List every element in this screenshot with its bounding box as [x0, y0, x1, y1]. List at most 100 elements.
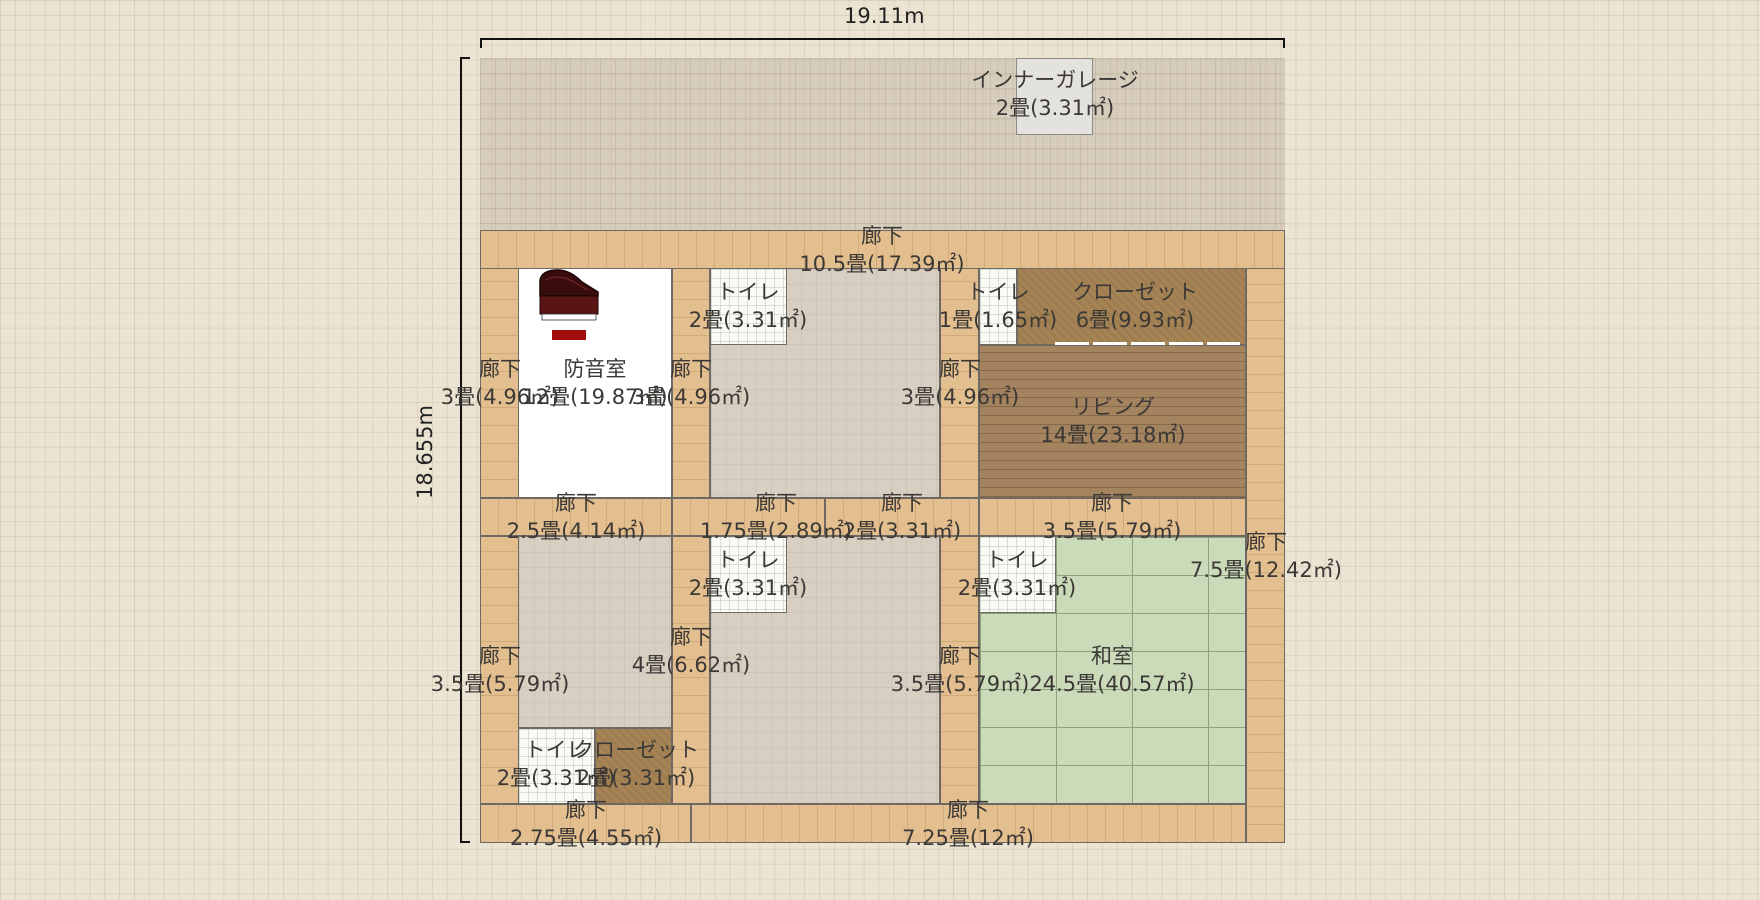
label-toilet-mid-right: トイレ 2畳(3.31㎡): [958, 546, 1077, 602]
label-hall-top: 廊下 10.5畳(17.39㎡): [799, 222, 964, 278]
width-dimension-tick-right: [1283, 38, 1285, 48]
room-area: 2畳(3.31㎡): [576, 766, 696, 790]
closet-bottom: [595, 728, 672, 804]
room-name: 廊下: [478, 644, 521, 668]
label-hall-cross-mid1: 廊下 1.75畳(2.89㎡): [700, 489, 852, 545]
label-hall-cross-mid2: 廊下 2畳(3.31㎡): [843, 489, 962, 545]
hall-left-bottom: [480, 536, 519, 804]
room-area: 2.5畳(4.14㎡): [506, 519, 646, 543]
room-name: 防音室: [563, 357, 627, 381]
label-toilet-top-right: トイレ 1畳(1.65㎡): [939, 278, 1058, 334]
height-dimension-tick-bottom: [460, 841, 470, 843]
room-area: 2畳(3.31㎡): [688, 308, 808, 332]
room-area: 14畳(23.18㎡): [1040, 423, 1186, 447]
room-area: 7.5畳(12.42㎡): [1190, 558, 1342, 582]
label-toilet-mid-left: トイレ 2畳(3.31㎡): [689, 546, 808, 602]
room-area: 3畳(4.96㎡): [900, 385, 1020, 409]
toilet-bottom: [518, 728, 595, 804]
room-name: 廊下: [755, 491, 797, 515]
room-area: 3畳(4.96㎡): [631, 385, 751, 409]
room-name: トイレ: [524, 738, 588, 762]
hall-mid1-top: [672, 268, 710, 498]
width-dimension-label: 19.11m: [844, 4, 925, 28]
label-hall-mid1-bottom: 廊下 4畳(6.62㎡): [632, 623, 751, 679]
room-name: 和室: [1090, 644, 1133, 668]
hall-cross-left: [480, 498, 672, 536]
hall-cross-mid1: [672, 498, 825, 536]
toilet-top-left: [710, 268, 787, 345]
room-name: トイレ: [716, 548, 780, 572]
room-name: 廊下: [478, 357, 521, 381]
room-name: 廊下: [880, 491, 923, 515]
room-name: トイレ: [985, 548, 1049, 572]
room-area: 1畳(1.65㎡): [938, 308, 1058, 332]
room-area: 2.75畳(4.55㎡): [510, 826, 662, 850]
room-name: 廊下: [1245, 530, 1287, 554]
garage-area: [480, 58, 1285, 230]
height-dimension-line: [460, 57, 462, 843]
room-area: 2畳(3.31㎡): [688, 576, 808, 600]
room-area: 2畳(3.31㎡): [496, 766, 616, 790]
label-hall-mid1-top: 廊下 3畳(4.96㎡): [632, 355, 751, 411]
room-area: 3.5畳(5.79㎡): [430, 672, 570, 696]
hall-mid2-top: [940, 268, 979, 498]
room-area: 3.5畳(5.79㎡): [890, 672, 1030, 696]
label-hall-cross-left: 廊下 2.5畳(4.14㎡): [507, 489, 646, 545]
label-hall-mid2-top: 廊下 3畳(4.96㎡): [901, 355, 1020, 411]
room-area: 4畳(6.62㎡): [631, 653, 751, 677]
hall-right: [1246, 268, 1285, 843]
hall-bottom-right: [691, 804, 1246, 843]
label-hall-left-bottom: 廊下 3.5畳(5.79㎡): [431, 642, 570, 698]
room-area: 6畳(9.93㎡): [1075, 308, 1195, 332]
grand-piano-icon: [536, 268, 602, 342]
room-name: 廊下: [938, 644, 981, 668]
label-closet-top: クローゼット 6畳(9.93㎡): [1072, 278, 1198, 334]
label-hall-bottom-right: 廊下 7.25畳(12㎡): [902, 796, 1034, 852]
label-hall-right: 廊下 7.5畳(12.42㎡): [1190, 528, 1342, 584]
hall-left-top: [480, 268, 519, 498]
toilet-mid-left: [710, 536, 787, 613]
width-dimension-tick-left: [480, 38, 482, 48]
room-name: 廊下: [860, 224, 903, 248]
room-area: 24.5畳(40.57㎡): [1029, 672, 1195, 696]
room-name: 廊下: [938, 357, 981, 381]
label-living: リビング 14畳(23.18㎡): [1040, 393, 1185, 449]
label-soundproof: 防音室 12畳(19.87㎡): [522, 355, 667, 411]
hall-mid2-bottom: [940, 536, 979, 804]
label-toilet-top-left: トイレ 2畳(3.31㎡): [689, 278, 808, 334]
hall-bottom-left: [480, 804, 691, 843]
label-hall-bottom-left: 廊下 2.75畳(4.55㎡): [510, 796, 662, 852]
closet-top: [1017, 268, 1246, 345]
left-room-bottom: [518, 536, 672, 728]
room-name: クローゼット: [1072, 280, 1198, 304]
room-area: 7.25畳(12㎡): [902, 826, 1034, 850]
room-name: クローゼット: [573, 738, 699, 762]
room-area: 2畳(3.31㎡): [842, 519, 962, 543]
room-area: 2畳(3.31㎡): [995, 96, 1115, 120]
toilet-top-right: [979, 268, 1017, 345]
room-area: 3.5畳(5.79㎡): [1042, 519, 1182, 543]
room-name: 廊下: [554, 491, 597, 515]
hall-cross-mid2: [825, 498, 979, 536]
room-area: 1.75畳(2.89㎡): [700, 519, 852, 543]
label-toilet-bottom: トイレ 2畳(3.31㎡): [497, 736, 616, 792]
room-name: トイレ: [716, 280, 780, 304]
room-name: 廊下: [669, 357, 712, 381]
hall-cross-right: [979, 498, 1246, 536]
room-area: 3畳(4.96㎡): [440, 385, 560, 409]
height-dimension-tick-top: [460, 57, 470, 59]
room-area: 10.5畳(17.39㎡): [799, 252, 965, 276]
closet-top-doors: [1055, 342, 1240, 346]
label-hall-left-top: 廊下 3畳(4.96㎡): [441, 355, 560, 411]
width-dimension-line: [480, 38, 1285, 40]
height-dimension-label: 18.655m: [412, 405, 437, 499]
label-hall-cross-right: 廊下 3.5畳(5.79㎡): [1043, 489, 1182, 545]
living-room: [979, 345, 1246, 498]
room-name: トイレ: [966, 280, 1030, 304]
hall-mid1-bottom: [672, 536, 710, 804]
room-name: 廊下: [669, 625, 712, 649]
room-name: 廊下: [565, 798, 607, 822]
room-name: 廊下: [947, 798, 989, 822]
inner-garage-box: [1016, 58, 1093, 135]
label-inner-garage: インナーガレージ 2畳(3.31㎡): [971, 66, 1139, 122]
